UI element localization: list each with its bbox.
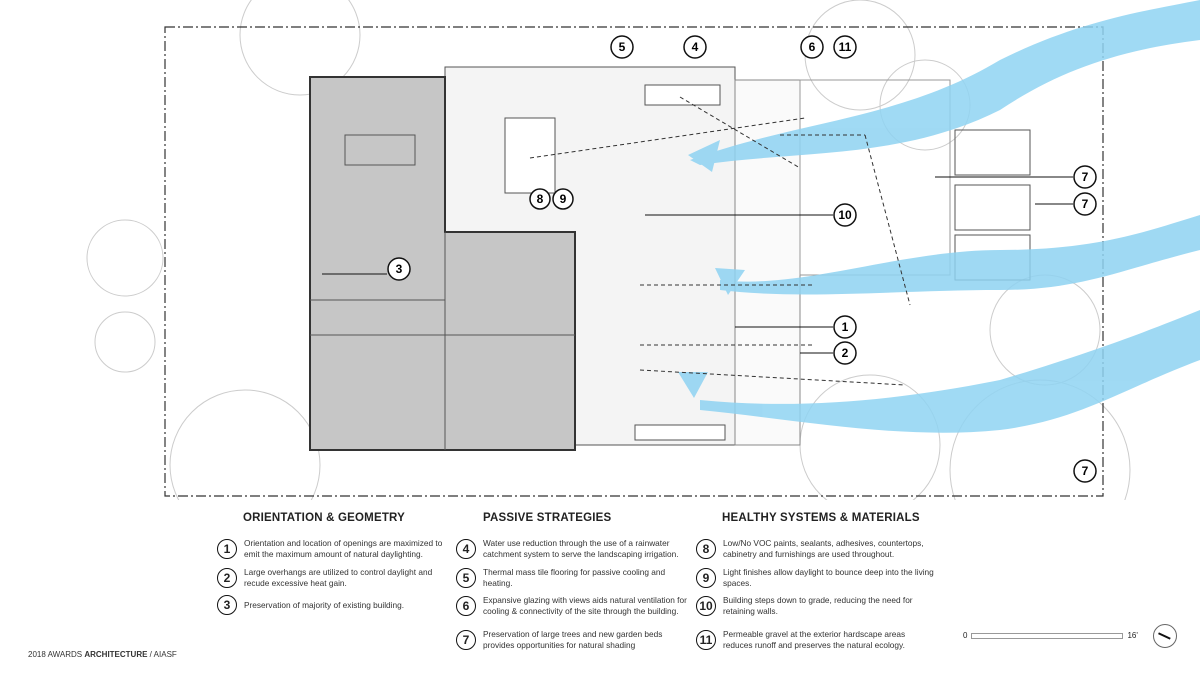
- wind-flow: [678, 0, 1200, 433]
- svg-text:5: 5: [619, 40, 626, 54]
- legend-item-1: 1 Orientation and location of openings ar…: [217, 538, 457, 559]
- legend-number: 7: [456, 629, 476, 650]
- svg-text:7: 7: [1082, 170, 1089, 184]
- callout-9: 9: [552, 188, 574, 210]
- svg-text:10: 10: [838, 208, 852, 222]
- svg-text:8: 8: [537, 192, 544, 206]
- legend-number: 5: [456, 567, 476, 588]
- legend-text: Large overhangs are utilized to control …: [244, 567, 433, 588]
- callout-6: 6: [800, 35, 824, 59]
- legend-item-3: 3 Preservation of majority of existing bu…: [217, 595, 457, 615]
- callout-7b: 7: [1035, 192, 1097, 216]
- north-arrow-icon: [1153, 624, 1177, 648]
- legend-text: Light finishes allow daylight to bounce …: [723, 567, 934, 588]
- legend-item-2: 2 Large overhangs are utilized to control…: [217, 567, 457, 588]
- callout-5: 5: [610, 35, 634, 59]
- floor-plan: 5 4 6 11 7 7 10 1 2 7 3 8 9: [86, 0, 1200, 500]
- legend-text: Permeable gravel at the exterior hardsca…: [723, 629, 906, 650]
- legend-text: Expansive glazing with views aids natura…: [483, 595, 687, 616]
- legend-text: Preservation of large trees and new gard…: [483, 629, 663, 650]
- callout-7a: 7: [935, 165, 1097, 189]
- legend-item-6: 6 Expansive glazing with views aids natur…: [456, 595, 696, 616]
- legend-text: Orientation and location of openings are…: [244, 538, 443, 559]
- legend-number: 1: [217, 538, 237, 559]
- legend-number: 3: [217, 595, 237, 615]
- svg-text:3: 3: [396, 262, 403, 276]
- callout-4: 4: [683, 35, 707, 59]
- heading-healthy: HEALTHY SYSTEMS & MATERIALS: [722, 512, 920, 524]
- legend-number: 6: [456, 595, 476, 616]
- legend-text: Low/No VOC paints, sealants, adhesives, …: [723, 538, 924, 559]
- callout-8: 8: [529, 188, 551, 210]
- svg-text:7: 7: [1082, 464, 1089, 478]
- legend-item-10: 10 Building steps down to grade, reducing…: [696, 595, 936, 616]
- legend-number: 2: [217, 567, 237, 588]
- legend-text: Thermal mass tile flooring for passive c…: [483, 567, 666, 588]
- legend-item-7: 7 Preservation of large trees and new gar…: [456, 629, 696, 650]
- svg-text:9: 9: [560, 192, 567, 206]
- svg-text:1: 1: [842, 320, 849, 334]
- svg-text:7: 7: [1082, 197, 1089, 211]
- svg-text:6: 6: [809, 40, 816, 54]
- heading-orientation: ORIENTATION & GEOMETRY: [243, 512, 405, 524]
- callout-1: 1: [735, 315, 857, 339]
- legend-text: Water use reduction through the use of a…: [483, 538, 679, 559]
- legend-item-4: 4 Water use reduction through the use of …: [456, 538, 696, 559]
- legend-number: 11: [696, 629, 716, 650]
- legend-item-9: 9 Light finishes allow daylight to bounce…: [696, 567, 936, 588]
- callout-2: 2: [800, 341, 857, 365]
- heading-passive: PASSIVE STRATEGIES: [483, 512, 612, 524]
- legend-item-5: 5 Thermal mass tile flooring for passive …: [456, 567, 696, 588]
- callout-3: 3: [322, 257, 411, 281]
- airflow-arrows: [529, 96, 911, 386]
- svg-text:2: 2: [842, 346, 849, 360]
- legend-text: Building steps down to grade, reducing t…: [723, 595, 913, 616]
- legend-number: 4: [456, 538, 476, 559]
- callout-7c: 7: [1073, 459, 1097, 483]
- legend-number: 8: [696, 538, 716, 559]
- svg-text:11: 11: [839, 40, 852, 54]
- legend-number: 10: [696, 595, 716, 616]
- callouts: 5 4 6 11 7 7 10 1 2 7 3 8 9: [322, 35, 1097, 483]
- footer-credit: 2018 AWARDS ARCHITECTURE / AIASF: [28, 650, 177, 659]
- callout-10: 10: [645, 203, 857, 227]
- legend-text: Preservation of majority of existing bui…: [244, 599, 405, 610]
- legend-item-8: 8 Low/No VOC paints, sealants, adhesives,…: [696, 538, 936, 559]
- existing-building: [309, 76, 576, 451]
- legend-number: 9: [696, 567, 716, 588]
- callout-11: 11: [833, 35, 857, 59]
- svg-text:4: 4: [692, 40, 699, 54]
- legend-item-11: 11 Permeable gravel at the exterior hards…: [696, 629, 936, 650]
